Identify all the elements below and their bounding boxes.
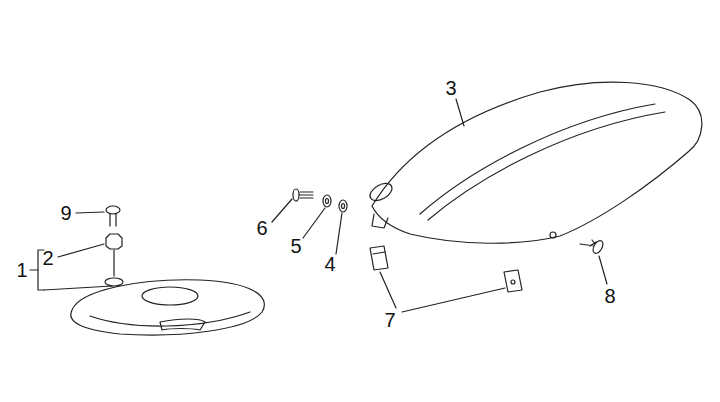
callout-number: 3 [443,77,458,99]
callout-number: 7 [382,309,397,331]
callout-number: 6 [254,217,269,239]
callout-number: 4 [322,253,337,275]
callout-number: 1 [14,259,29,281]
callout-number: 8 [602,285,617,307]
callout-number: 2 [40,247,55,269]
callout-number: 9 [58,202,73,224]
callout-number: 5 [288,235,303,257]
